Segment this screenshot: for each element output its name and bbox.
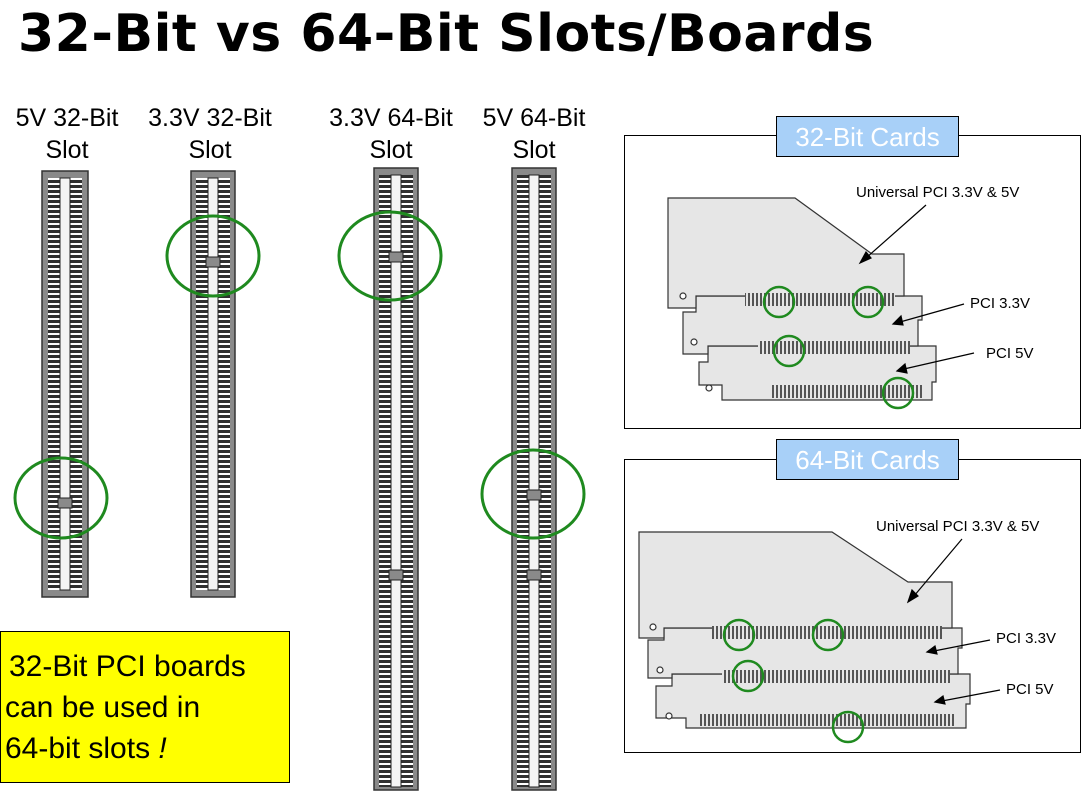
slot-33v-64bit [373, 167, 419, 791]
label-pci33-32: PCI 3.3V [970, 295, 1031, 312]
note-line-3: 64-bit slots ! [5, 732, 167, 765]
key-circle [165, 214, 261, 298]
page-title: 32-Bit vs 64-Bit Slots/Boards [18, 4, 875, 64]
key-circle [762, 285, 796, 319]
key-circle [13, 456, 109, 540]
note-line-2: can be used in [5, 691, 201, 724]
label-universal-64: Universal PCI 3.3V & 5V [876, 518, 1040, 535]
key-circle [881, 376, 915, 410]
cards-32bit [667, 197, 937, 401]
key-circle [337, 210, 443, 302]
note-line-1: 32-Bit PCI boards [9, 650, 246, 683]
label-pci5-32: PCI 5V [986, 345, 1034, 362]
label-pci33-64: PCI 3.3V [996, 630, 1057, 647]
slot-5v-32bit [41, 170, 89, 598]
key-circle [722, 618, 756, 652]
slot-5v-64bit [511, 167, 557, 791]
key-circle [772, 334, 806, 368]
label-universal-32: Universal PCI 3.3V & 5V [856, 184, 1020, 201]
key-circle [831, 710, 865, 744]
slot-33v-32bit [190, 170, 236, 598]
key-circle [851, 285, 885, 319]
label-pci5-64: PCI 5V [1006, 681, 1054, 698]
cards-64bit [638, 531, 971, 729]
tag-32bit-cards: 32-Bit Cards [776, 116, 959, 157]
key-circle [811, 618, 845, 652]
tag-64bit-cards: 64-Bit Cards [776, 439, 959, 480]
key-circle [731, 659, 765, 693]
note-box: 32-Bit PCI boards can be used in 64-bit … [0, 631, 290, 783]
key-circle [480, 448, 586, 540]
